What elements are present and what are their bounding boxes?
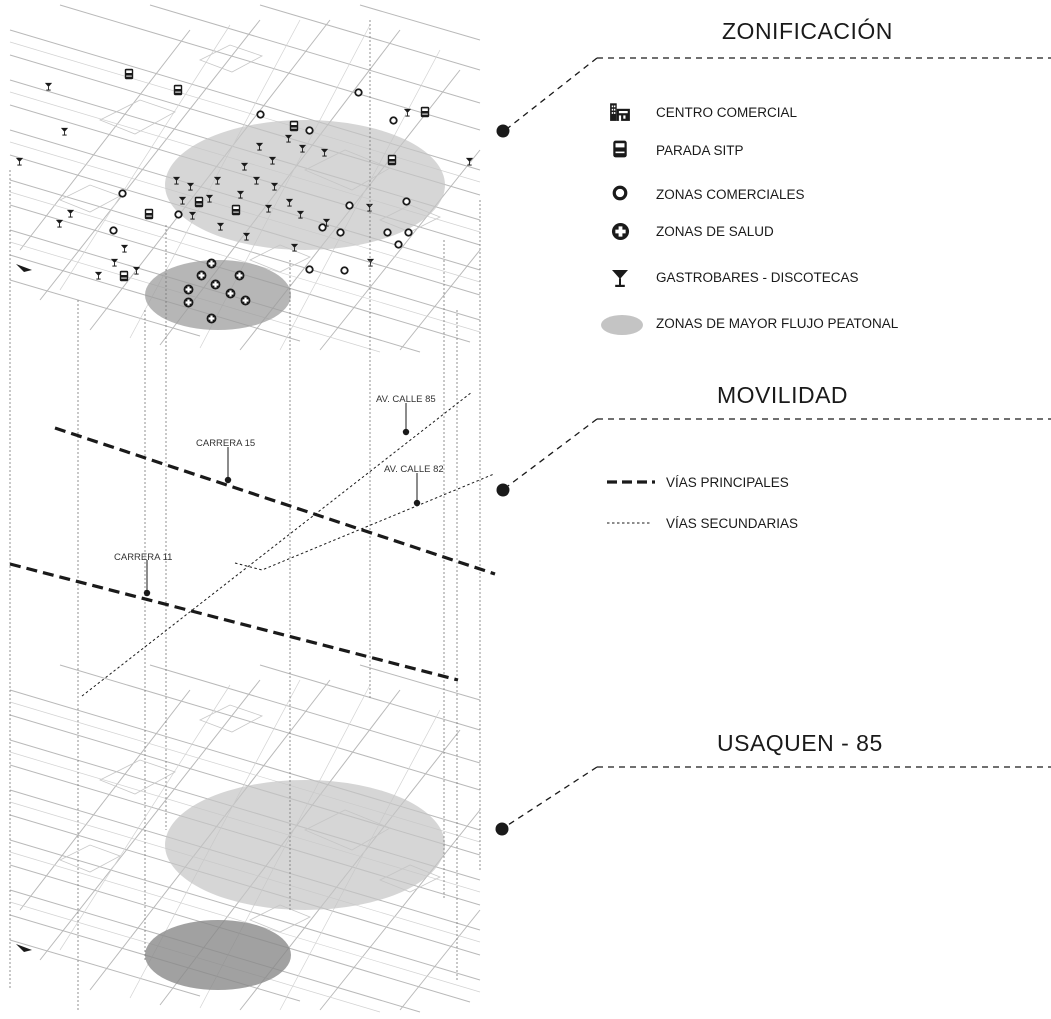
legend-label-gastrobares: GASTROBARES - DISCOTECAS [656, 270, 859, 285]
usaquen-dark-zone [145, 920, 291, 990]
movilidad-leader-dot [496, 483, 510, 497]
north-arrow-icon [16, 944, 32, 952]
health-cross-icon [183, 297, 194, 308]
pedestrian-flow-zone-icon [601, 315, 643, 335]
health-cross-icon [611, 222, 630, 241]
shopping-bag-icon [118, 189, 127, 198]
cocktail-glass-icon [55, 219, 64, 228]
usaquen-title: USAQUEN - 85 [717, 730, 883, 756]
zonificacion-leader-dot [496, 124, 510, 138]
legend-zonificacion: CENTRO COMERCIAL PARADA SITP ZONAS COMER… [601, 103, 899, 335]
zonificacion-map [9, 4, 481, 353]
carrera-11-label: CARRERA 11 [114, 552, 172, 563]
usaquen-flow-zone [165, 780, 445, 910]
shopping-bag-icon [305, 126, 314, 135]
usaquen-leader-dot [495, 822, 509, 836]
health-cross-icon [206, 258, 217, 269]
bus-stop-icon [289, 120, 299, 132]
cocktail-glass-icon [465, 157, 474, 166]
shopping-bag-icon [402, 197, 411, 206]
carrera-11-road [9, 562, 459, 682]
zonificacion-title: ZONIFICACIÓN [722, 18, 893, 44]
av-calle-82-label: AV. CALLE 82 [384, 464, 444, 475]
health-cross-icon [196, 270, 207, 281]
cocktail-glass-icon [94, 271, 103, 280]
health-cross-icon [240, 295, 251, 306]
carrera-15-road [54, 426, 496, 576]
section-usaquen: USAQUEN - 85 [495, 730, 1051, 836]
shopping-bag-icon [340, 266, 349, 275]
bus-stop-icon [231, 204, 241, 216]
pedestrian-flow-zone [165, 120, 445, 250]
cocktail-glass-icon [44, 82, 53, 91]
shopping-mall-icon [610, 103, 630, 121]
shopping-bag-icon [336, 228, 345, 237]
legend-label-parada-sitp: PARADA SITP [656, 143, 744, 158]
projection-lines [9, 20, 481, 1010]
north-arrow-icon [16, 264, 32, 272]
bus-stop-icon [173, 84, 183, 96]
health-cross-icon [210, 279, 221, 290]
shopping-bag-icon [109, 226, 118, 235]
shopping-bag-icon [174, 210, 183, 219]
shopping-bag-icon [383, 228, 392, 237]
legend-label-zonas-de-salud: ZONAS DE SALUD [656, 224, 774, 239]
health-cross-icon [206, 313, 217, 324]
mobility-roads: CARRERA 15 CARRERA 11 AV. CALLE 85 AV. C… [9, 391, 496, 697]
cocktail-glass-icon [60, 127, 69, 136]
bus-stop-icon [144, 208, 154, 220]
cocktail-glass-icon [66, 209, 75, 218]
cocktail-glass-icon [15, 157, 24, 166]
legend-label-flujo-peatonal: ZONAS DE MAYOR FLUJO PEATONAL [656, 316, 899, 331]
shopping-bag-icon [612, 185, 628, 201]
legend-movilidad: VÍAS PRINCIPALES VÍAS SECUNDARIAS [607, 475, 798, 531]
bus-stop-icon [420, 106, 430, 118]
shopping-bag-icon [345, 201, 354, 210]
cocktail-glass-icon [110, 258, 119, 267]
legend-label-zonas-comerciales: ZONAS COMERCIALES [656, 187, 805, 202]
usaquen-map [9, 664, 481, 1013]
section-zonificacion: ZONIFICACIÓN [496, 18, 1051, 138]
cocktail-glass-icon [612, 270, 628, 287]
shopping-bag-icon [256, 110, 265, 119]
bus-stop-icon [124, 68, 134, 80]
section-movilidad: MOVILIDAD [496, 382, 1051, 497]
shopping-bag-icon [394, 240, 403, 249]
av-calle-85-label: AV. CALLE 85 [376, 394, 436, 405]
bus-stop-icon [194, 196, 204, 208]
health-zone-area [145, 260, 291, 330]
bus-stop-icon [119, 270, 129, 282]
av-calle-85-road [81, 391, 473, 697]
cocktail-glass-icon [120, 244, 129, 253]
health-cross-icon [225, 288, 236, 299]
shopping-bag-icon [305, 265, 314, 274]
shopping-bag-icon [404, 228, 413, 237]
av-calle-82-road [234, 473, 495, 571]
health-cross-icon [234, 270, 245, 281]
legend-label-vias-principales: VÍAS PRINCIPALES [666, 475, 789, 490]
shopping-bag-icon [354, 88, 363, 97]
bus-stop-icon [387, 154, 397, 166]
carrera-15-label: CARRERA 15 [196, 438, 255, 449]
health-cross-icon [183, 284, 194, 295]
legend-label-centro-comercial: CENTRO COMERCIAL [656, 105, 798, 120]
legend-label-vias-secundarias: VÍAS SECUNDARIAS [666, 516, 798, 531]
bus-stop-icon [613, 140, 627, 158]
shopping-bag-icon [389, 116, 398, 125]
movilidad-title: MOVILIDAD [717, 382, 848, 408]
shopping-bag-icon [318, 223, 327, 232]
